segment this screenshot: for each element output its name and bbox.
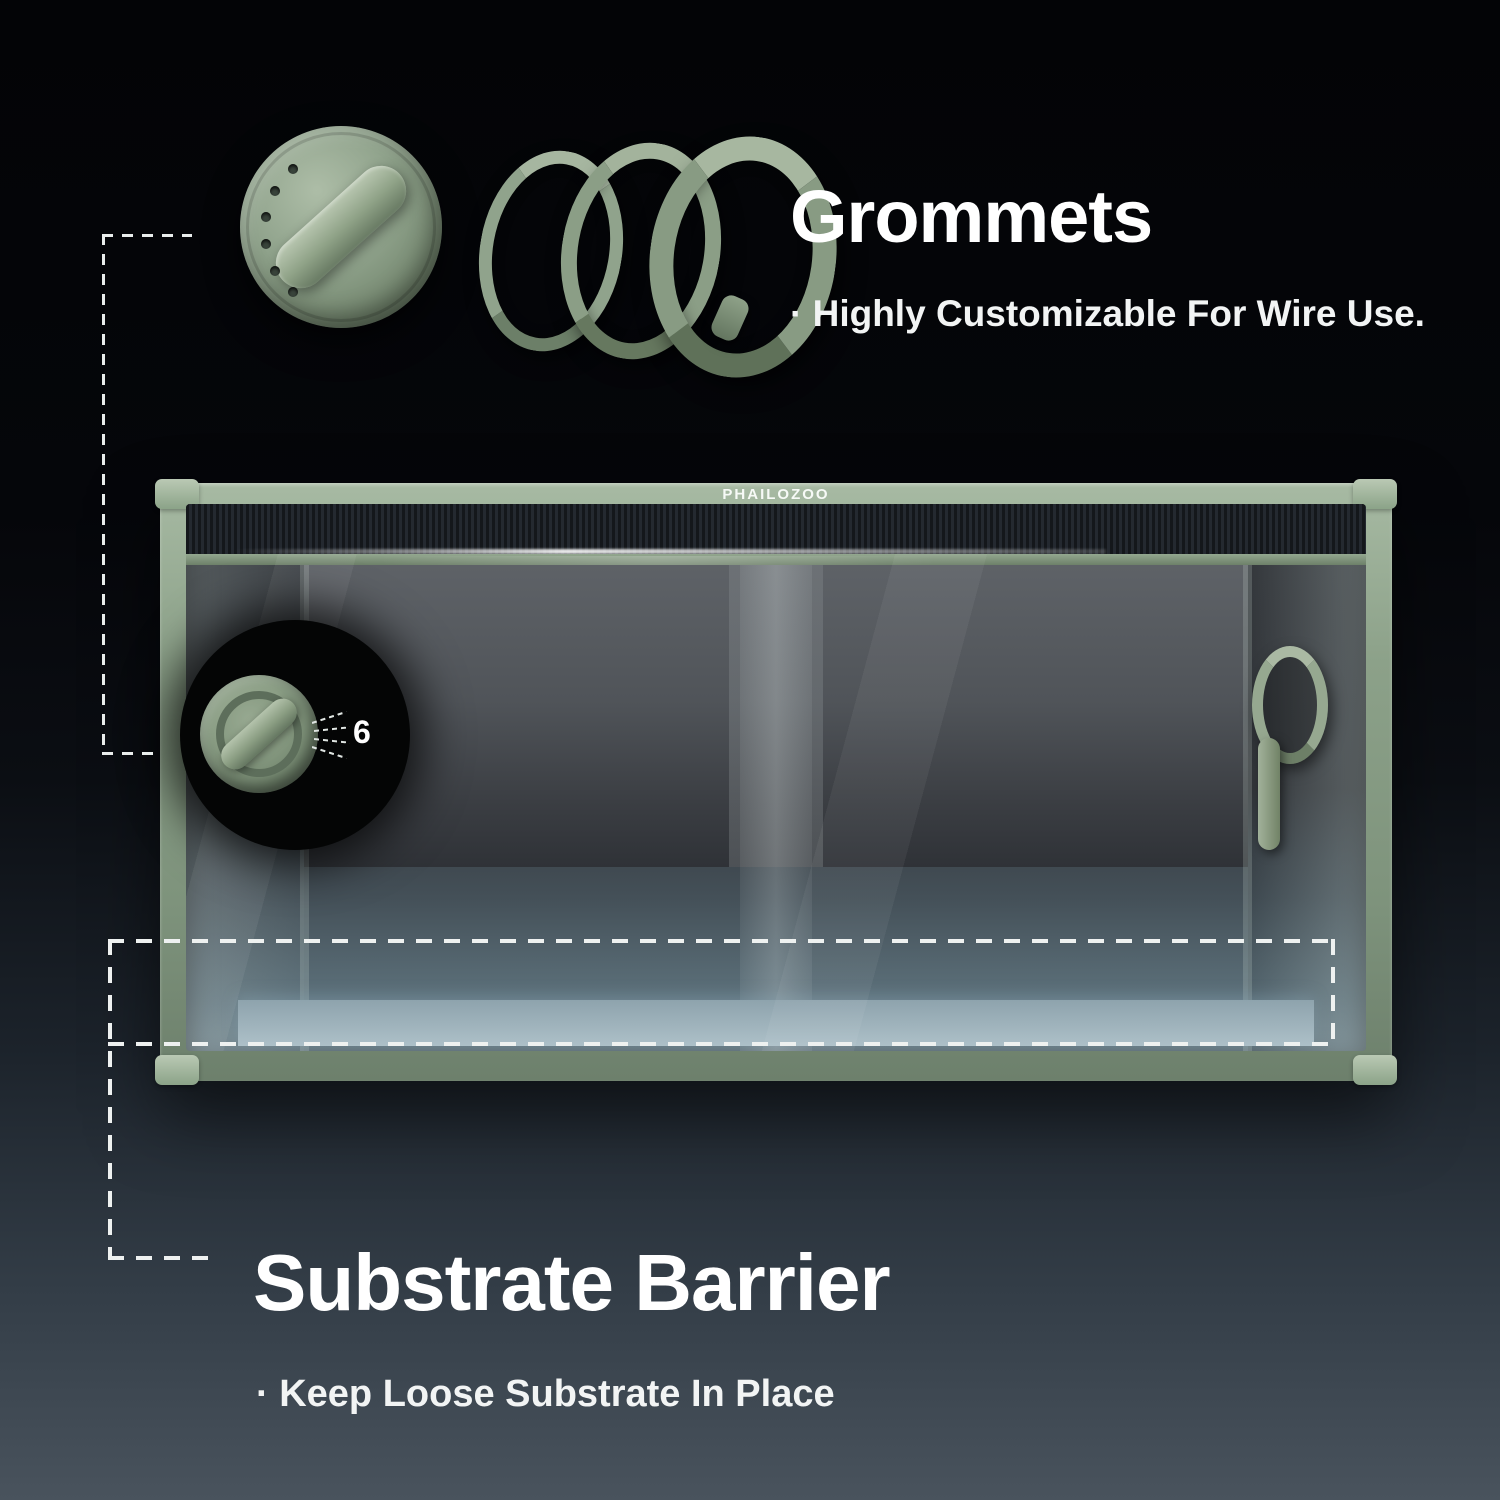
mesh-screen-top (186, 504, 1366, 554)
grommet-handle (265, 155, 417, 299)
grommet-closeup-illustration (200, 675, 318, 793)
grommets-title: Grommets (790, 175, 1153, 258)
grommet-callout-line (102, 752, 154, 755)
grommet-closeup-handle (215, 692, 303, 776)
grommet-hole-icon (270, 266, 280, 276)
grommets-subtitle: · Highly Customizable For Wire Use. (790, 293, 1425, 334)
grommet-hole-icon (261, 212, 271, 222)
inner-top-frame (186, 554, 1366, 565)
substrate-floor (238, 1000, 1314, 1046)
grommet-hole-icon (288, 164, 298, 174)
installed-grommet-handle (1258, 738, 1280, 850)
substrate-subtitle: · Keep Loose Substrate In Place (256, 1373, 835, 1415)
back-panel (304, 565, 1248, 867)
substrate-highlight-right (1331, 939, 1335, 1046)
substrate-title: Substrate Barrier (253, 1238, 891, 1327)
grommet-hole-icon (261, 239, 271, 249)
substrate-highlight-top (108, 939, 1335, 943)
inner-post (1243, 565, 1252, 1051)
substrate-highlight-left (108, 939, 112, 1259)
frame-corner-cap (1353, 1055, 1397, 1085)
grommet-callout-line (102, 234, 105, 755)
hole-count-label: 6 (353, 714, 371, 750)
substrate-highlight-bottom (108, 1042, 1335, 1046)
grommet-hole-icon (288, 287, 298, 297)
grommet-assembled-illustration (240, 126, 442, 328)
brand-label: PHAILOZOO (722, 486, 830, 503)
substrate-callout-line (108, 1256, 208, 1260)
front-door-divider (740, 565, 812, 1051)
mesh-glare-highlight (233, 549, 1107, 554)
frame-corner-cap (155, 1055, 199, 1085)
grommet-hole-icon (270, 186, 280, 196)
grommet-zoom-inset (180, 620, 410, 850)
grommet-callout-line (102, 234, 192, 237)
